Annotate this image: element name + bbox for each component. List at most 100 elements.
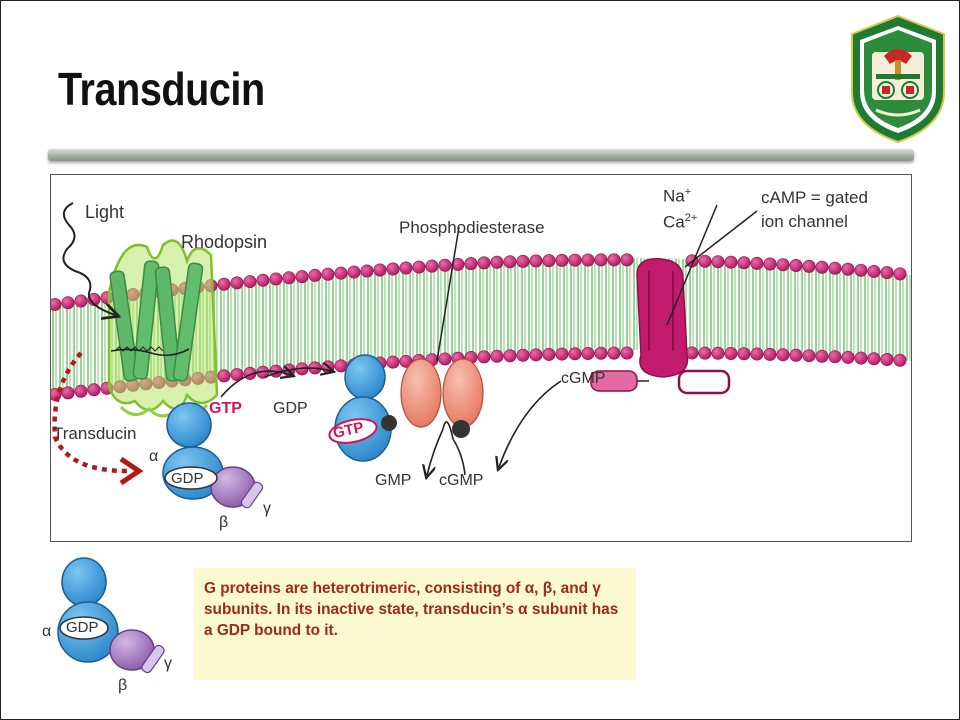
phospholipid-head — [516, 254, 530, 268]
phospholipid-head — [282, 271, 296, 285]
light-label: Light — [85, 202, 125, 222]
phospholipid-head — [503, 349, 517, 363]
phospholipid-head — [893, 267, 907, 281]
phospholipid-head — [399, 354, 413, 368]
phospholipid-head — [308, 268, 322, 282]
phospholipid-head — [763, 347, 777, 361]
phospholipid-head — [74, 294, 88, 308]
phospholipid-head — [477, 350, 491, 364]
gmp-label: GMP — [375, 472, 412, 489]
phospholipid-head — [542, 254, 556, 268]
phospholipid-head — [737, 347, 751, 361]
phospholipid-head — [854, 351, 868, 365]
phospholipid-head — [802, 349, 816, 363]
phospholipid-head — [581, 347, 595, 361]
light-ray-arrow — [62, 202, 115, 315]
calcium-symbol: Ca — [663, 212, 685, 232]
phospholipid-head — [776, 258, 790, 272]
phospholipid-head — [555, 253, 569, 267]
phospholipid-head — [269, 272, 283, 286]
small-alpha-label: α — [42, 623, 52, 640]
phospholipid-head — [841, 350, 855, 364]
phospholipid-head — [61, 296, 75, 310]
phospholipid-head — [815, 349, 829, 363]
phosphodiesterase-label: Phosphodiesterase — [399, 218, 545, 237]
calcium-charge: 2+ — [684, 212, 698, 224]
phospholipid-head — [490, 349, 504, 363]
beta-label: β — [219, 514, 229, 531]
phospholipid-head — [815, 260, 829, 274]
phospholipid-head — [867, 264, 881, 278]
phospholipid-head — [230, 368, 244, 382]
phospholipid-head — [61, 386, 75, 400]
phospholipid-head — [841, 262, 855, 276]
rhodopsin-protein — [107, 239, 219, 418]
phospholipid-head — [542, 347, 556, 361]
phospholipid-head — [724, 346, 738, 360]
transducin-pathway-diagram: Light Rhodopsin Phosphodiesterase Na+ Ca… — [50, 174, 912, 542]
phospholipid-head — [217, 277, 231, 291]
phospholipid-head — [698, 346, 712, 360]
gtp-exchange-arrow — [220, 371, 291, 398]
phospholipid-head — [620, 253, 634, 267]
phospholipid-head — [594, 253, 608, 267]
phospholipid-head — [698, 254, 712, 268]
phospholipid-head — [724, 255, 738, 269]
phospholipid-head — [74, 384, 88, 398]
cgmp-product-label: cGMP — [439, 472, 484, 489]
phospholipid-head — [737, 256, 751, 270]
sodium-symbol: Na — [663, 186, 685, 206]
phosphodiesterase-enzyme — [400, 226, 484, 475]
phospholipid-head — [854, 263, 868, 277]
movement-arrow — [52, 351, 128, 474]
caption-box: G proteins are heterotrimeric, consistin… — [194, 568, 636, 680]
phospholipid-head — [620, 346, 634, 360]
phospholipid-head — [321, 360, 335, 374]
phospholipid-head — [256, 273, 270, 287]
phospholipid-head — [802, 259, 816, 273]
phospholipid-head — [438, 352, 452, 366]
transducin-inactive-complex — [162, 402, 264, 509]
phospholipid-head — [386, 262, 400, 276]
phospholipid-head — [477, 256, 491, 270]
phospholipid-head — [347, 265, 361, 279]
phospholipid-head — [490, 255, 504, 269]
sodium-label: Na+ — [663, 187, 691, 205]
phospholipid-head — [503, 255, 517, 269]
slide-title: Transducin — [58, 63, 265, 115]
university-emblem-logo — [851, 14, 945, 144]
phospholipid-head — [360, 264, 374, 278]
small-gamma-label: γ — [164, 655, 172, 672]
phospholipid-head — [295, 270, 309, 284]
caption-text: G proteins are heterotrimeric, consistin… — [204, 580, 619, 639]
phospholipid-head — [828, 261, 842, 275]
phospholipid-head — [334, 266, 348, 280]
phospholipid-head — [828, 350, 842, 364]
title-divider — [48, 149, 914, 161]
phospholipid-head — [51, 297, 62, 311]
gdp-release-arrow — [264, 368, 331, 378]
phospholipid-head — [750, 256, 764, 270]
phospholipid-head — [464, 257, 478, 271]
phospholipid-head — [568, 253, 582, 267]
phospholipid-head — [711, 255, 725, 269]
phospholipid-head — [789, 348, 803, 362]
phospholipid-head — [555, 347, 569, 361]
sodium-charge: + — [684, 186, 692, 198]
phospholipid-head — [880, 266, 894, 280]
alpha-label: α — [149, 448, 159, 465]
inactive-transducin-diagram: GDP α β γ — [36, 556, 186, 708]
phospholipid-head — [425, 259, 439, 273]
phospholipid-head — [581, 253, 595, 267]
phospholipid-head — [607, 253, 621, 267]
cgmp-diffusion-arrow — [499, 380, 562, 467]
phospholipid-head — [711, 346, 725, 360]
cgmp-channel-label: cGMP — [561, 370, 606, 387]
phospholipid-head — [594, 346, 608, 360]
transducin-label: Transducin — [53, 424, 137, 443]
phospholipid-head — [867, 352, 881, 366]
small-gdp-label: GDP — [66, 619, 99, 636]
phospholipid-head — [776, 348, 790, 362]
transducin-alpha-gtp — [328, 354, 397, 462]
phospholipid-head — [412, 260, 426, 274]
